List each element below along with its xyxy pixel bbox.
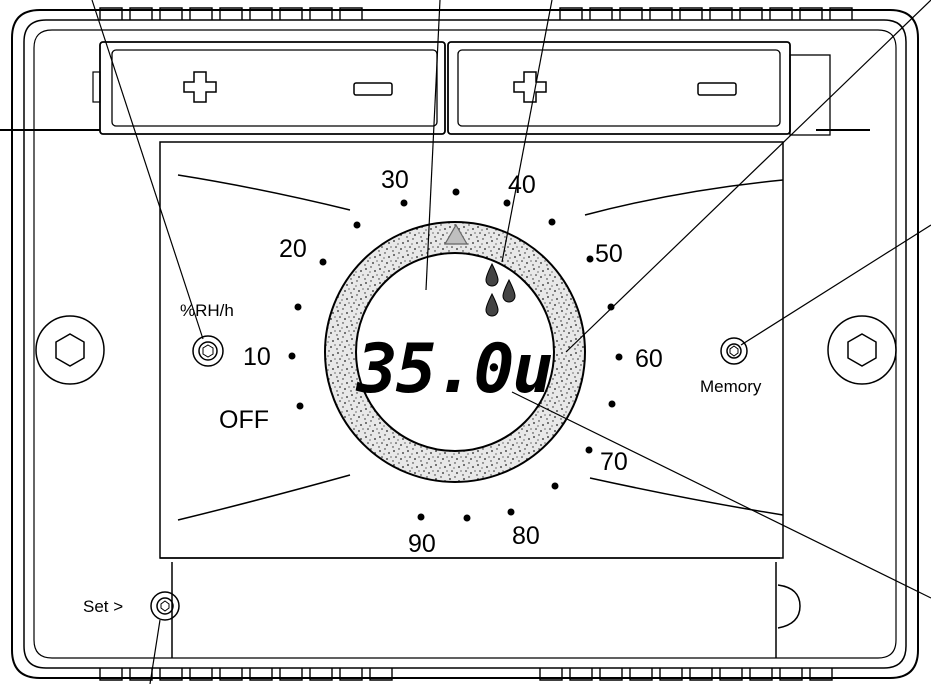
battery-2: [513, 71, 737, 103]
rh-button[interactable]: [192, 335, 224, 367]
water-drops-icon: [485, 262, 516, 317]
scale-label-30: 30: [381, 166, 409, 194]
scale-dot: [319, 258, 327, 266]
scale-label-50: 50: [595, 240, 623, 268]
scale-dot: [615, 353, 623, 361]
scale-dot: [503, 199, 511, 207]
scale-dot: [296, 402, 304, 410]
set-button[interactable]: [150, 591, 180, 621]
scale-dot: [585, 446, 593, 454]
minus-icon: [353, 82, 393, 96]
scale-dot: [294, 303, 302, 311]
memory-label: Memory: [700, 377, 762, 396]
left-mount-screw: [35, 315, 105, 385]
scale-dot: [353, 221, 361, 229]
scale-dot: [507, 508, 515, 516]
scale-dot: [608, 400, 616, 408]
lower-panel: [160, 557, 801, 658]
scale-dot: [400, 199, 408, 207]
minus-icon: [697, 82, 737, 96]
scale-dot: [607, 303, 615, 311]
scale-labels: OFF 10 20 30 40 50 60 70 80 90: [219, 166, 663, 558]
right-mount-screw: [827, 315, 897, 385]
housing: [0, 9, 919, 679]
scale-dot: [452, 188, 460, 196]
scale-label-40: 40: [508, 171, 536, 199]
plus-icon: [183, 71, 217, 103]
battery-1: [183, 71, 393, 103]
scale-dot: [551, 482, 559, 490]
scale-dot: [288, 352, 296, 360]
scale-label-70: 70: [600, 448, 628, 476]
scale-label-60: 60: [635, 345, 663, 373]
scale-label-80: 80: [512, 522, 540, 550]
battery-compartment: [92, 41, 831, 136]
dial-ring: [324, 221, 586, 483]
top-teeth: [99, 7, 853, 20]
scale-label-20: 20: [279, 235, 307, 263]
plus-icon: [513, 71, 547, 103]
scale-dot: [417, 513, 425, 521]
set-label: Set >: [83, 597, 123, 616]
triangle-pointer-icon: [443, 223, 469, 245]
scale-label-off: OFF: [219, 406, 269, 434]
memory-button[interactable]: [720, 337, 748, 365]
scale-label-10: 10: [243, 343, 271, 371]
scale-label-90: 90: [408, 530, 436, 558]
scale-dot: [463, 514, 471, 522]
bottom-teeth: [99, 668, 833, 681]
scale-dot: [548, 218, 556, 226]
dial-panel: [159, 141, 784, 559]
scale-dots: [288, 188, 623, 522]
scale-dot: [586, 255, 594, 263]
callout-lines: [91, 0, 931, 684]
rh-label: %RH/h: [180, 301, 234, 320]
